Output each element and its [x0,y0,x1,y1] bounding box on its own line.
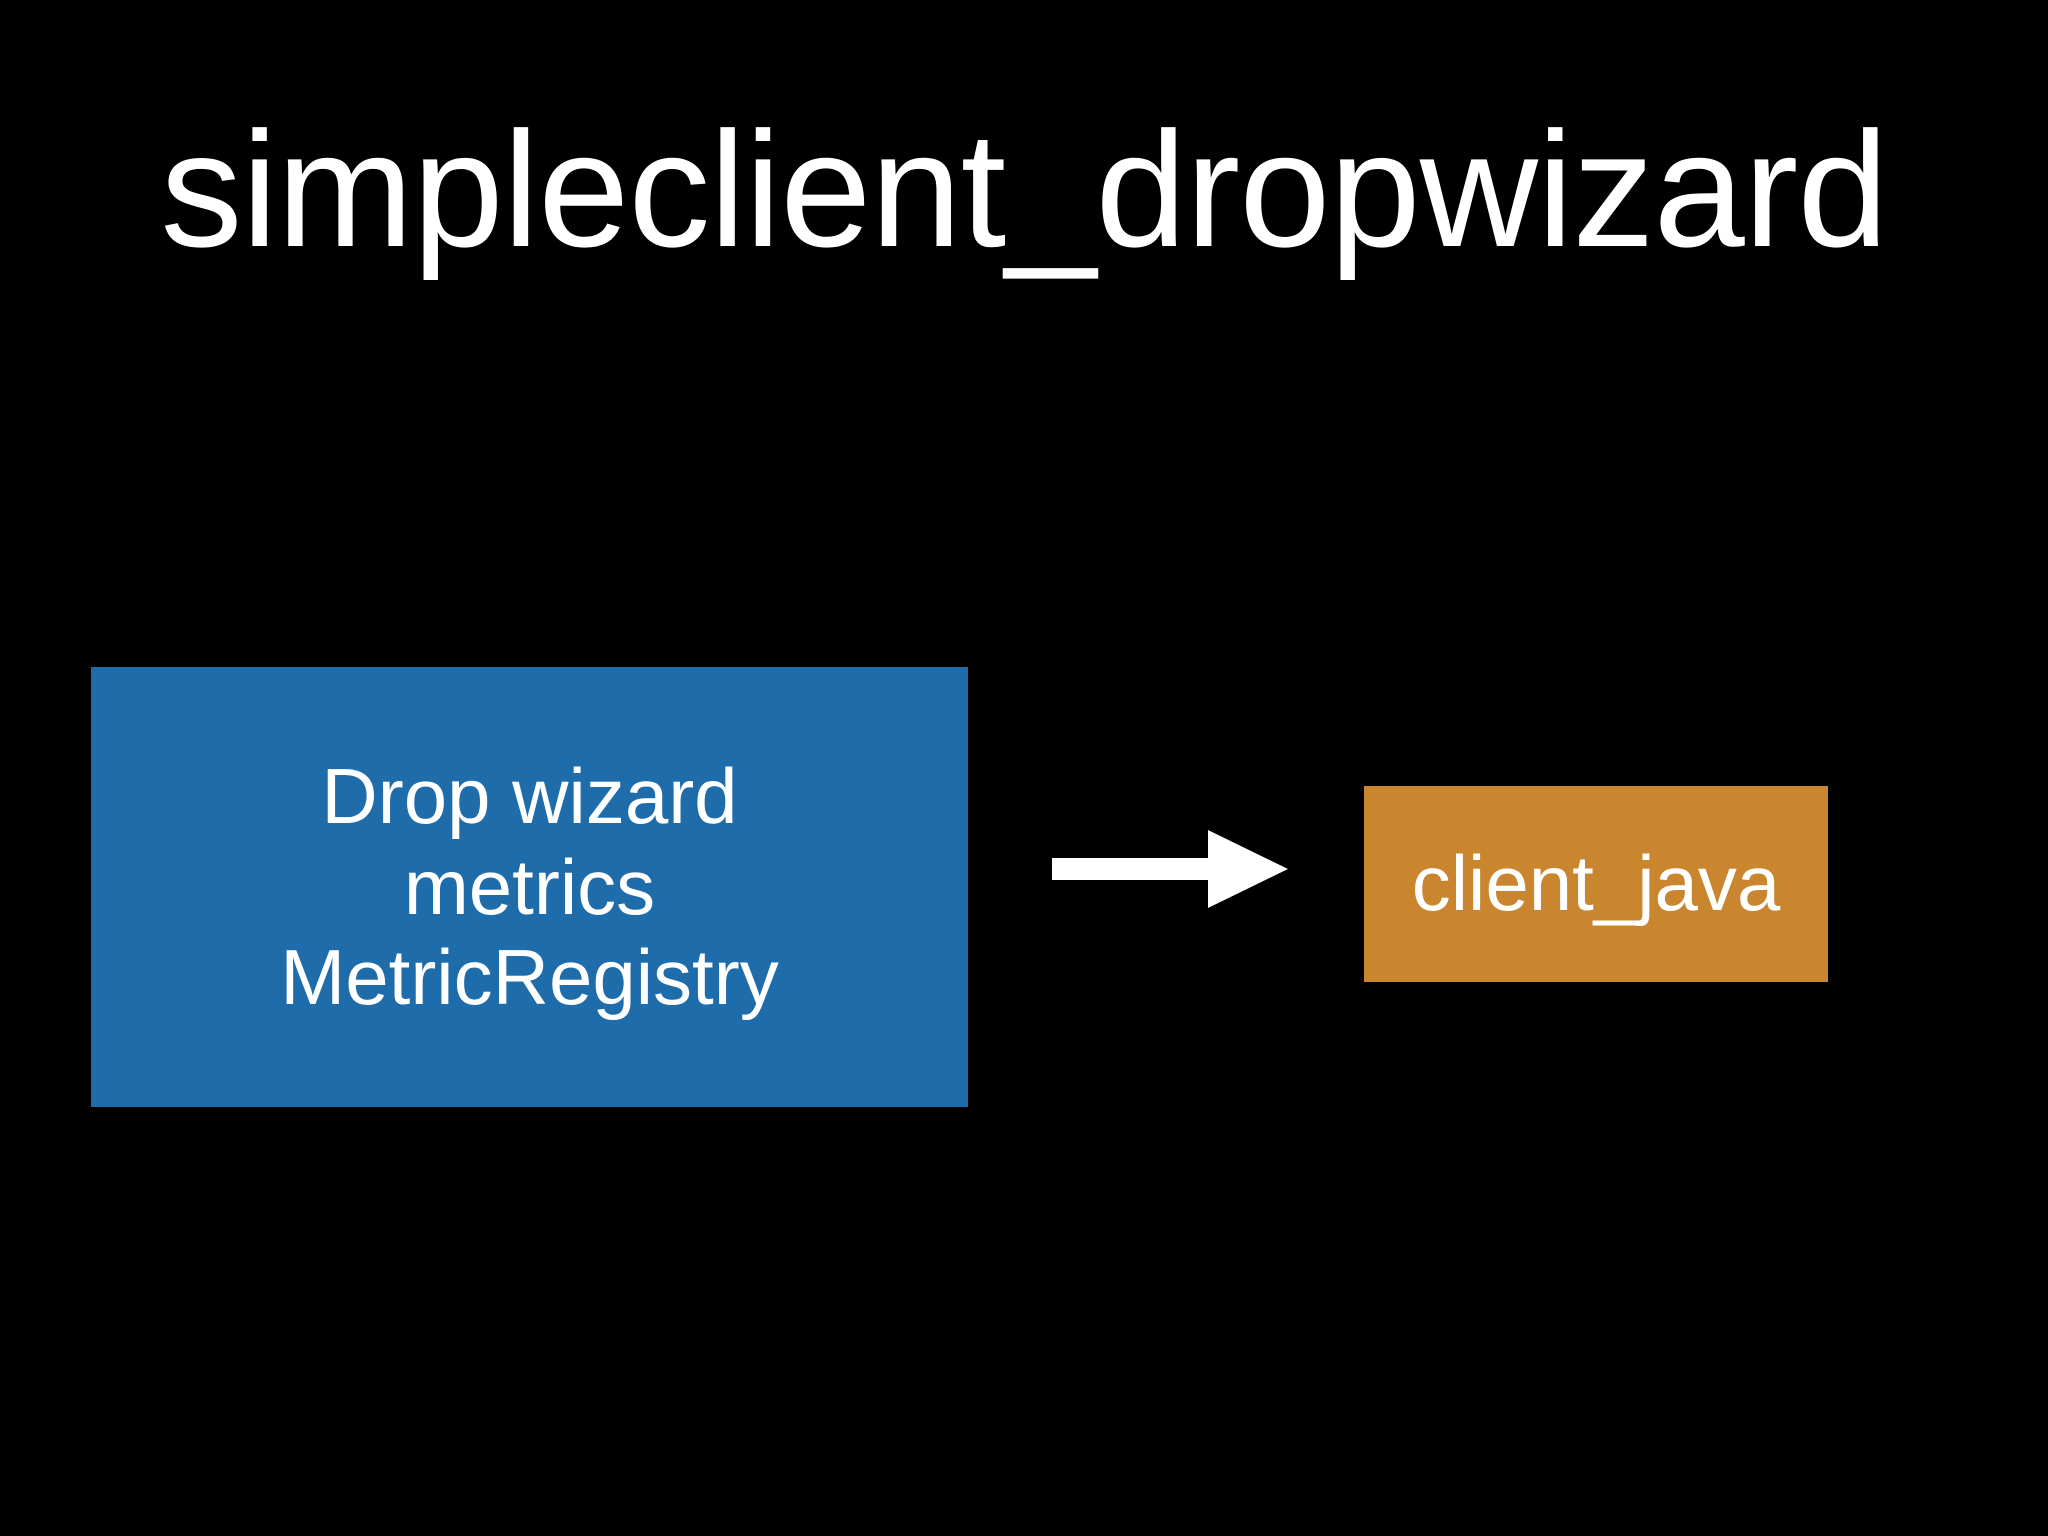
diagram-node-dropwizard-metrics: Drop wizard metrics MetricRegistry [91,667,968,1107]
page-title: simpleclient_dropwizard [160,98,1888,281]
diagram-node-client-java-label: client_java [1411,839,1781,928]
arrow-right-icon [1050,826,1290,912]
diagram-node-client-java: client_java [1364,786,1828,982]
diagram-node-dropwizard-metrics-label: Drop wizard metrics MetricRegistry [280,752,779,1022]
